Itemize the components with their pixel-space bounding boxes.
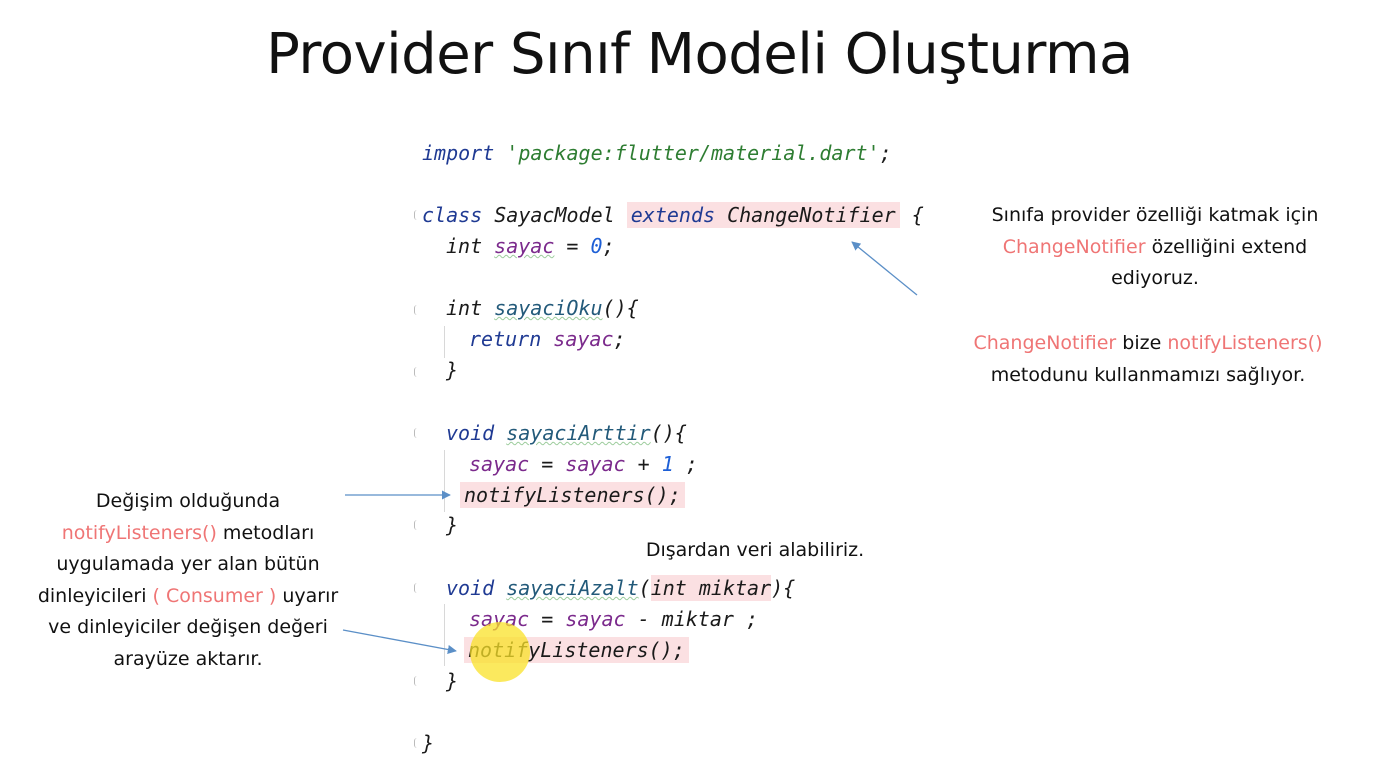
code-line-field: int sayac = 0;: [446, 234, 615, 258]
fold-marker: [414, 367, 421, 377]
fold-marker: [414, 428, 421, 438]
code-line-oku-close: }: [446, 358, 459, 382]
slide-title: Provider Sınıf Modeli Oluşturma: [266, 22, 1133, 87]
code-line-class: class SayacModel extends ChangeNotifier …: [422, 202, 924, 228]
note-notifylisteners: ChangeNotifier bize notifyListeners() me…: [973, 332, 1323, 386]
fold-marker: [414, 520, 421, 530]
arrow-to-notify-2: [342, 629, 457, 654]
fold-marker: [414, 738, 421, 748]
fold-marker: [414, 305, 421, 315]
code-line-increment: sayac = sayac + 1 ;: [469, 452, 698, 476]
code-line-azalt-close: }: [446, 669, 459, 693]
code-line-arttir-sig: void sayaciArttir(){: [446, 421, 687, 445]
code-line-notify-1: notifyListeners();: [460, 480, 685, 510]
arrow-to-extends: [851, 241, 918, 296]
indent-guide: [444, 450, 445, 512]
note-external-data: Dışardan veri alabiliriz.: [645, 539, 865, 561]
code-line-arttir-close: }: [446, 513, 459, 537]
code-line-return: return sayac;: [469, 327, 626, 351]
indent-guide: [444, 326, 445, 358]
param-highlight: int miktar: [650, 575, 772, 601]
indent-guide: [444, 604, 445, 666]
fold-marker: [414, 210, 421, 220]
note-changenotifier: Sınıfa provider özelliği katmak için Cha…: [991, 204, 1319, 289]
note-consumer: Değişim olduğunda notifyListeners() meto…: [37, 490, 339, 670]
code-line-oku-sig: int sayaciOku(){: [446, 296, 639, 320]
notify-highlight-1: notifyListeners();: [460, 482, 685, 508]
code-line-class-close: }: [422, 731, 435, 755]
cursor-highlight: [470, 622, 530, 682]
code-line-decrement: sayac = sayac - miktar ;: [469, 607, 759, 631]
fold-marker: [414, 583, 421, 593]
extends-highlight: extends ChangeNotifier: [626, 202, 900, 228]
code-line-azalt-sig: void sayaciAzalt(int miktar){: [446, 575, 796, 601]
fold-marker: [414, 676, 421, 686]
code-line-import: import 'package:flutter/material.dart';: [422, 141, 892, 165]
